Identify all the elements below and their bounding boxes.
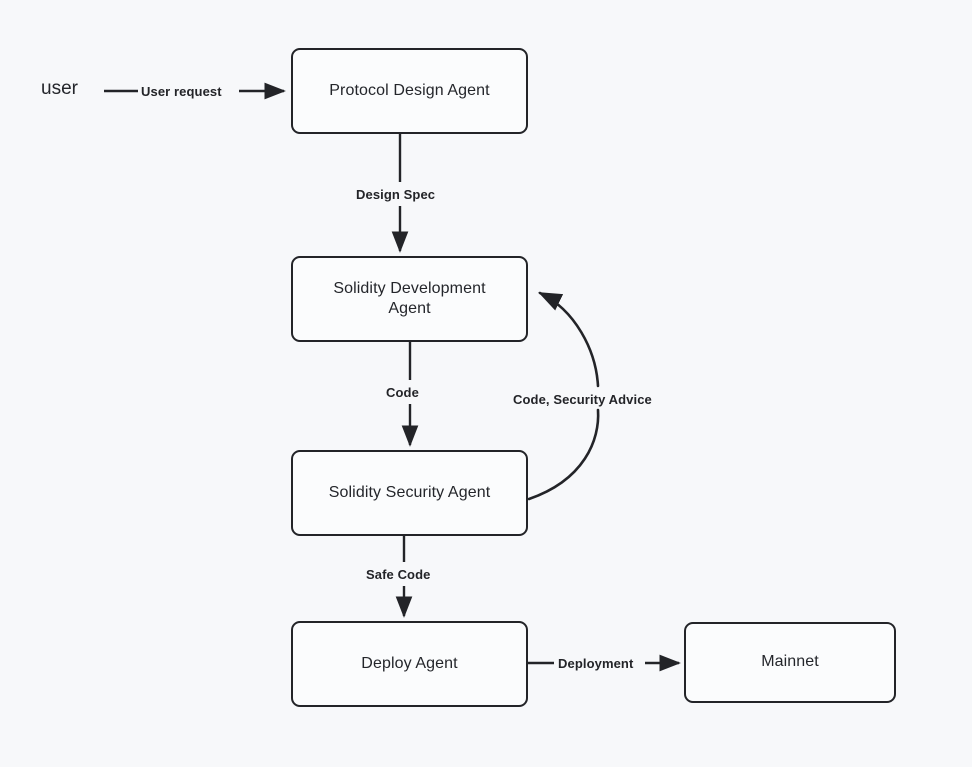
- edge-label-code: Code: [386, 385, 419, 400]
- actor-user-label: user: [41, 78, 78, 99]
- edge-label-user-request: User request: [141, 84, 222, 99]
- edge-label-design-spec: Design Spec: [356, 187, 436, 202]
- node-solidity-security-agent[interactable]: Solidity Security Agent: [291, 450, 528, 536]
- edge-code-security-advice-curve-lower: [527, 408, 600, 501]
- node-deploy-agent-label: Deploy Agent: [361, 654, 458, 672]
- edge-code-security-advice-curve-upper: [538, 291, 600, 388]
- edge-code-security-advice: [527, 291, 600, 501]
- node-mainnet-label: Mainnet: [761, 653, 819, 671]
- node-protocol-design-agent[interactable]: Protocol Design Agent: [291, 48, 528, 134]
- node-solidity-security-agent-label: Solidity Security Agent: [328, 483, 491, 501]
- node-protocol-design-agent-label: Protocol Design Agent: [329, 81, 490, 99]
- edge-label-deployment: Deployment: [558, 656, 634, 671]
- edge-label-code-security-advice: Code, Security Advice: [513, 392, 652, 407]
- node-mainnet[interactable]: Mainnet: [684, 622, 896, 703]
- edge-label-safe-code: Safe Code: [366, 567, 431, 582]
- node-deploy-agent[interactable]: Deploy Agent: [291, 621, 528, 707]
